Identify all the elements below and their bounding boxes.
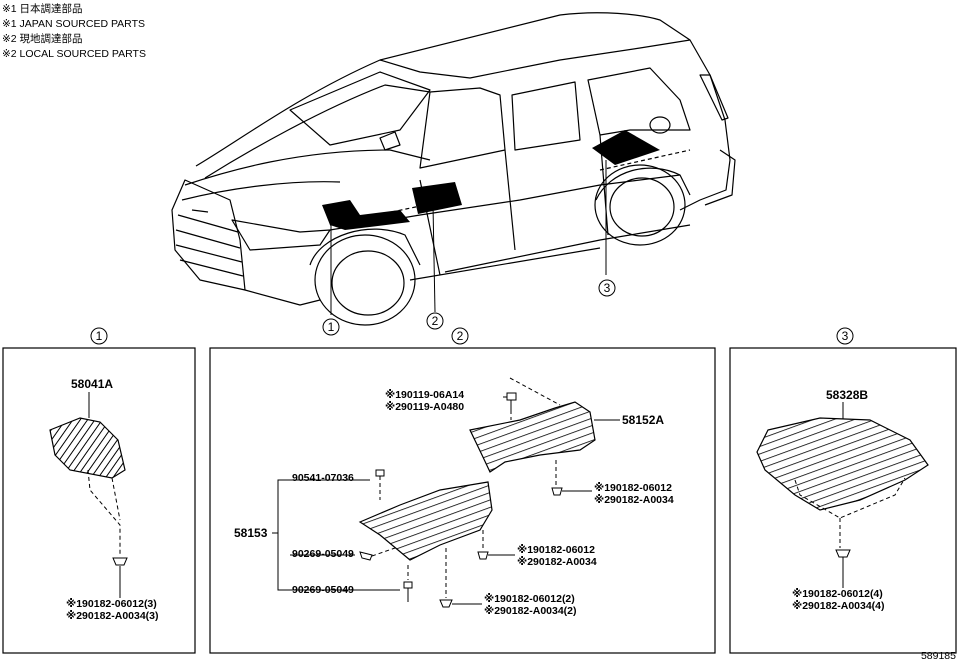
callout-1: 1 xyxy=(328,320,335,334)
panel-2-bolt-90269-b: 90269-05049 xyxy=(292,584,354,596)
panel-3-clip-ref-a: ※190182-06012(4) xyxy=(792,588,883,600)
panel-1-header: 1 xyxy=(96,329,103,343)
sourcing-legend: ※1 日本調達部品 ※1 JAPAN SOURCED PARTS ※2 現地調達… xyxy=(2,2,146,62)
callout-3: 3 xyxy=(604,281,611,295)
callout-2: 2 xyxy=(432,314,439,328)
figure-id: 589185 xyxy=(920,650,956,662)
insulator-58328B-drawing xyxy=(756,402,929,588)
panel-2-upper-clip-ref-b: ※290182-A0034 xyxy=(594,494,674,506)
panel-2-upper-clip-ref-a: ※190182-06012 xyxy=(594,482,672,494)
panel-2-group-part-58153: 58153 xyxy=(234,526,268,540)
panel-2-drawings xyxy=(272,377,620,608)
panel-2-top-bolt-ref-b: ※290119-A0480 xyxy=(385,401,464,413)
vehicle-insulator-marks xyxy=(322,130,660,230)
panel-1-clip-ref-b: ※290182-A0034(3) xyxy=(66,610,159,622)
panel-2-low-clip-ref-b: ※290182-A0034(2) xyxy=(484,605,577,617)
insulator-rear-mark xyxy=(592,130,660,165)
insulator-58041A-drawing xyxy=(49,392,128,598)
panel-2-top-bolt-ref-a: ※190119-06A14 xyxy=(385,389,464,401)
legend-local-jp: ※2 現地調達部品 xyxy=(2,33,83,45)
panel-2-part-58152A: 58152A xyxy=(622,413,664,427)
panel-2-bolt-90269-a: 90269-05049 xyxy=(292,548,354,560)
panel-2-low-clip-ref-a: ※190182-06012(2) xyxy=(484,593,575,605)
panel-3-header: 3 xyxy=(842,329,849,343)
panel-2-header: 2 xyxy=(457,329,464,343)
panel-3-frame xyxy=(729,327,957,654)
panel-3-clip-ref-b: ※290182-A0034(4) xyxy=(792,600,885,612)
panel-1-clip-ref-a: ※190182-06012(3) xyxy=(66,598,157,610)
panel-2-mid-clip-ref-b: ※290182-A0034 xyxy=(517,556,597,568)
legend-japan-en: ※1 JAPAN SOURCED PARTS xyxy=(2,18,145,30)
vehicle-callouts xyxy=(322,160,616,336)
panel-2-mid-clip-ref-a: ※190182-06012 xyxy=(517,544,595,556)
vehicle-illustration xyxy=(171,12,736,326)
panel-3-part-number: 58328B xyxy=(826,388,868,402)
legend-japan-jp: ※1 日本調達部品 xyxy=(2,3,83,15)
insulator-front-mark xyxy=(322,200,410,230)
legend-local-en: ※2 LOCAL SOURCED PARTS xyxy=(2,48,146,60)
panel-2-bolt-90541: 90541-07036 xyxy=(292,472,354,484)
panel-1-part-number: 58041A xyxy=(71,377,113,391)
panel-1-frame xyxy=(2,327,196,654)
panel-2-frame xyxy=(209,327,716,654)
insulator-center-mark xyxy=(412,182,462,214)
